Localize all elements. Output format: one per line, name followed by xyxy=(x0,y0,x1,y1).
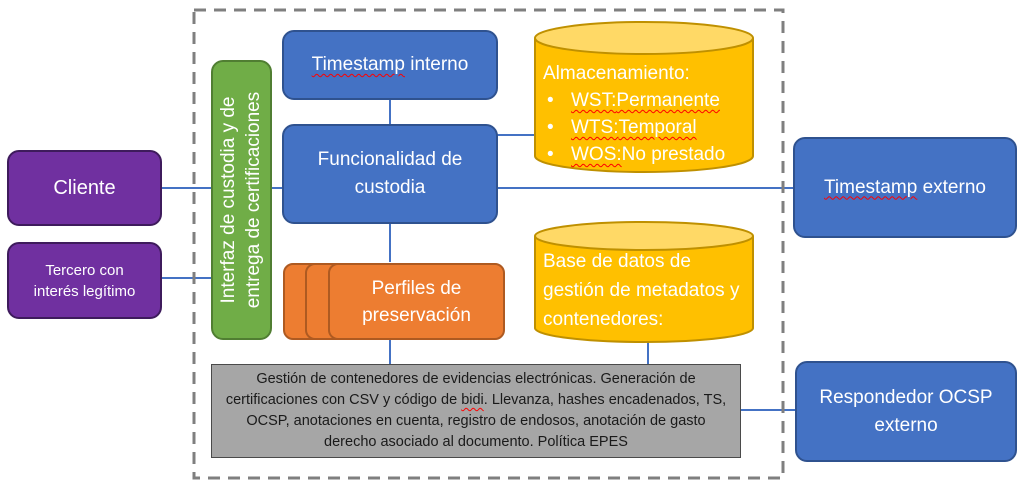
almacenamiento-item-code: WTS:Temporal xyxy=(571,117,697,138)
almacenamiento-item-code: WST:Permanente xyxy=(571,90,720,111)
funcionalidad-box: Funcionalidad de custodia xyxy=(282,124,498,224)
gestion-label: Gestión de contenedores de evidencias el… xyxy=(224,369,728,453)
almacenamiento-item: • WOS:No prestado xyxy=(543,141,753,168)
respondedor-box: Respondedor OCSP externo xyxy=(795,361,1017,462)
timestamp-interno-word2: interno xyxy=(404,54,469,75)
cliente-label: Cliente xyxy=(53,176,116,199)
interfaz-box xyxy=(211,60,272,340)
funcionalidad-label: Funcionalidad de custodia xyxy=(317,149,463,198)
gestion-bidi: bidi xyxy=(461,392,484,408)
almacenamiento-text: Almacenamiento: • WST:Permanente • WTS:Tem… xyxy=(543,60,753,168)
base-datos-text: Base de datos de gestión de metadatos y … xyxy=(543,247,748,334)
bullet-icon: • xyxy=(547,117,554,138)
almacenamiento-cylinder xyxy=(534,21,754,173)
almacenamiento-item-code: WOS: xyxy=(571,144,622,165)
tercero-box: Tercero con interés legítimo xyxy=(7,242,162,319)
perfiles-box: Perfiles de preservación xyxy=(328,263,505,340)
respondedor-label: Respondedor OCSP externo xyxy=(819,386,993,436)
timestamp-externo-word1: Timestamp xyxy=(824,176,918,198)
almacenamiento-item: • WST:Permanente xyxy=(543,87,753,114)
bullet-icon: • xyxy=(547,90,554,111)
bullet-icon: • xyxy=(547,144,554,165)
timestamp-externo-word2: externo xyxy=(917,176,986,198)
interfaz-label: Interfaz de custodia y de entrega de cer… xyxy=(218,91,264,309)
timestamp-interno-word1: Timestamp xyxy=(311,54,405,75)
almacenamiento-item: • WTS:Temporal xyxy=(543,114,753,141)
gestion-box: Gestión de contenedores de evidencias el… xyxy=(211,364,741,458)
base-datos-cylinder xyxy=(534,221,754,343)
timestamp-externo-label: Timestamp externo xyxy=(824,177,986,199)
almacenamiento-item-text: No prestado xyxy=(621,144,726,165)
perfiles-label: Perfiles de preservación xyxy=(362,277,471,326)
timestamp-externo-box: Timestamp externo xyxy=(793,137,1017,238)
gestion-part1: Gestión de contenedores de evidencias el… xyxy=(225,371,696,408)
interfaz-text-wrap: Interfaz de custodia y de entrega de cer… xyxy=(211,60,271,340)
tercero-label: Tercero con interés legítimo xyxy=(33,261,136,300)
almacenamiento-title: Almacenamiento: xyxy=(543,63,690,84)
timestamp-interno-box: Timestamp interno xyxy=(282,30,498,100)
almacenamiento-list: • WST:Permanente • WTS:Temporal • WOS:No pr… xyxy=(543,87,753,168)
base-datos-label: Base de datos de gestión de metadatos y … xyxy=(543,251,740,330)
custody-boundary xyxy=(192,8,785,480)
cliente-box: Cliente xyxy=(7,150,162,226)
timestamp-interno-label: Timestamp interno xyxy=(312,54,469,76)
gestion-part2: . Llevanza, hashes encadenados, TS, OCSP… xyxy=(246,392,727,450)
